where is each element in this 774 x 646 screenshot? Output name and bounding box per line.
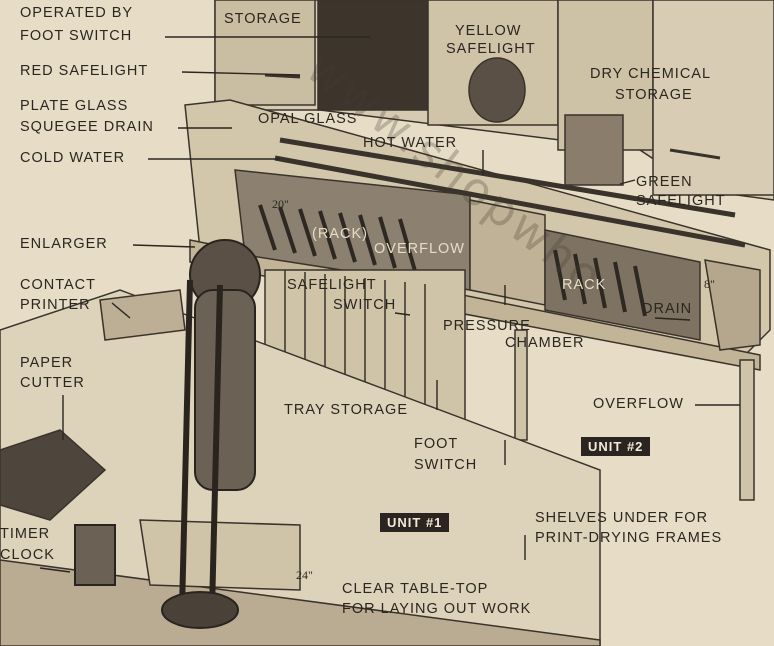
label-clear-2: FOR LAYING OUT WORK bbox=[342, 600, 531, 619]
label-rack-right: RACK bbox=[562, 276, 606, 295]
label-switch: SWITCH bbox=[333, 296, 396, 315]
dimension-20: 20" bbox=[272, 197, 289, 212]
label-foot: FOOT bbox=[414, 435, 458, 454]
label-safelight-yellow: SAFELIGHT bbox=[446, 40, 536, 59]
label-chamber: CHAMBER bbox=[505, 334, 585, 353]
dimension-8: 8" bbox=[704, 277, 715, 292]
unit-1-badge: UNIT #1 bbox=[380, 513, 449, 532]
label-rack-left: (RACK) bbox=[312, 225, 368, 244]
label-paper: PAPER bbox=[20, 354, 73, 373]
label-shelves-2: PRINT-DRYING FRAMES bbox=[535, 529, 722, 548]
label-safelight-green: SAFELIGHT bbox=[636, 192, 726, 211]
label-enlarger: ENLARGER bbox=[20, 235, 108, 254]
label-cutter: CUTTER bbox=[20, 374, 85, 393]
label-storage: STORAGE bbox=[224, 10, 302, 29]
label-foot-switch-top: FOOT SWITCH bbox=[20, 27, 132, 46]
label-plate-glass: PLATE GLASS bbox=[20, 97, 128, 116]
label-switch-bottom: SWITCH bbox=[414, 456, 477, 475]
label-overflow-right: OVERFLOW bbox=[593, 395, 684, 414]
label-storage-dry: STORAGE bbox=[615, 86, 693, 105]
label-opal-glass: OPAL GLASS bbox=[258, 110, 357, 129]
label-safelight: SAFELIGHT bbox=[287, 276, 377, 295]
label-shelves-1: SHELVES UNDER FOR bbox=[535, 509, 708, 528]
unit-2-badge: UNIT #2 bbox=[581, 437, 650, 456]
label-hot-water: HOT WATER bbox=[363, 134, 457, 153]
dimension-24: 24" bbox=[296, 568, 313, 583]
label-tray-storage: TRAY STORAGE bbox=[284, 401, 408, 420]
timer-clock-drawing bbox=[75, 525, 115, 585]
label-green: GREEN bbox=[636, 173, 693, 192]
label-clear-1: CLEAR TABLE-TOP bbox=[342, 580, 488, 599]
label-clock: CLOCK bbox=[0, 546, 55, 565]
label-printer: PRINTER bbox=[20, 296, 91, 315]
label-overflow-mid: OVERFLOW bbox=[374, 240, 465, 259]
label-cold-water: COLD WATER bbox=[20, 149, 125, 168]
label-contact: CONTACT bbox=[20, 276, 96, 295]
label-squegee-drain: SQUEGEE DRAIN bbox=[20, 118, 154, 137]
label-dry-chemical: DRY CHEMICAL bbox=[590, 65, 711, 84]
label-timer: TIMER bbox=[0, 525, 50, 544]
label-drain: DRAIN bbox=[642, 300, 692, 319]
label-operated-by: OPERATED BY bbox=[20, 4, 133, 23]
label-red-safelight: RED SAFELIGHT bbox=[20, 62, 148, 81]
label-yellow: YELLOW bbox=[455, 22, 521, 41]
